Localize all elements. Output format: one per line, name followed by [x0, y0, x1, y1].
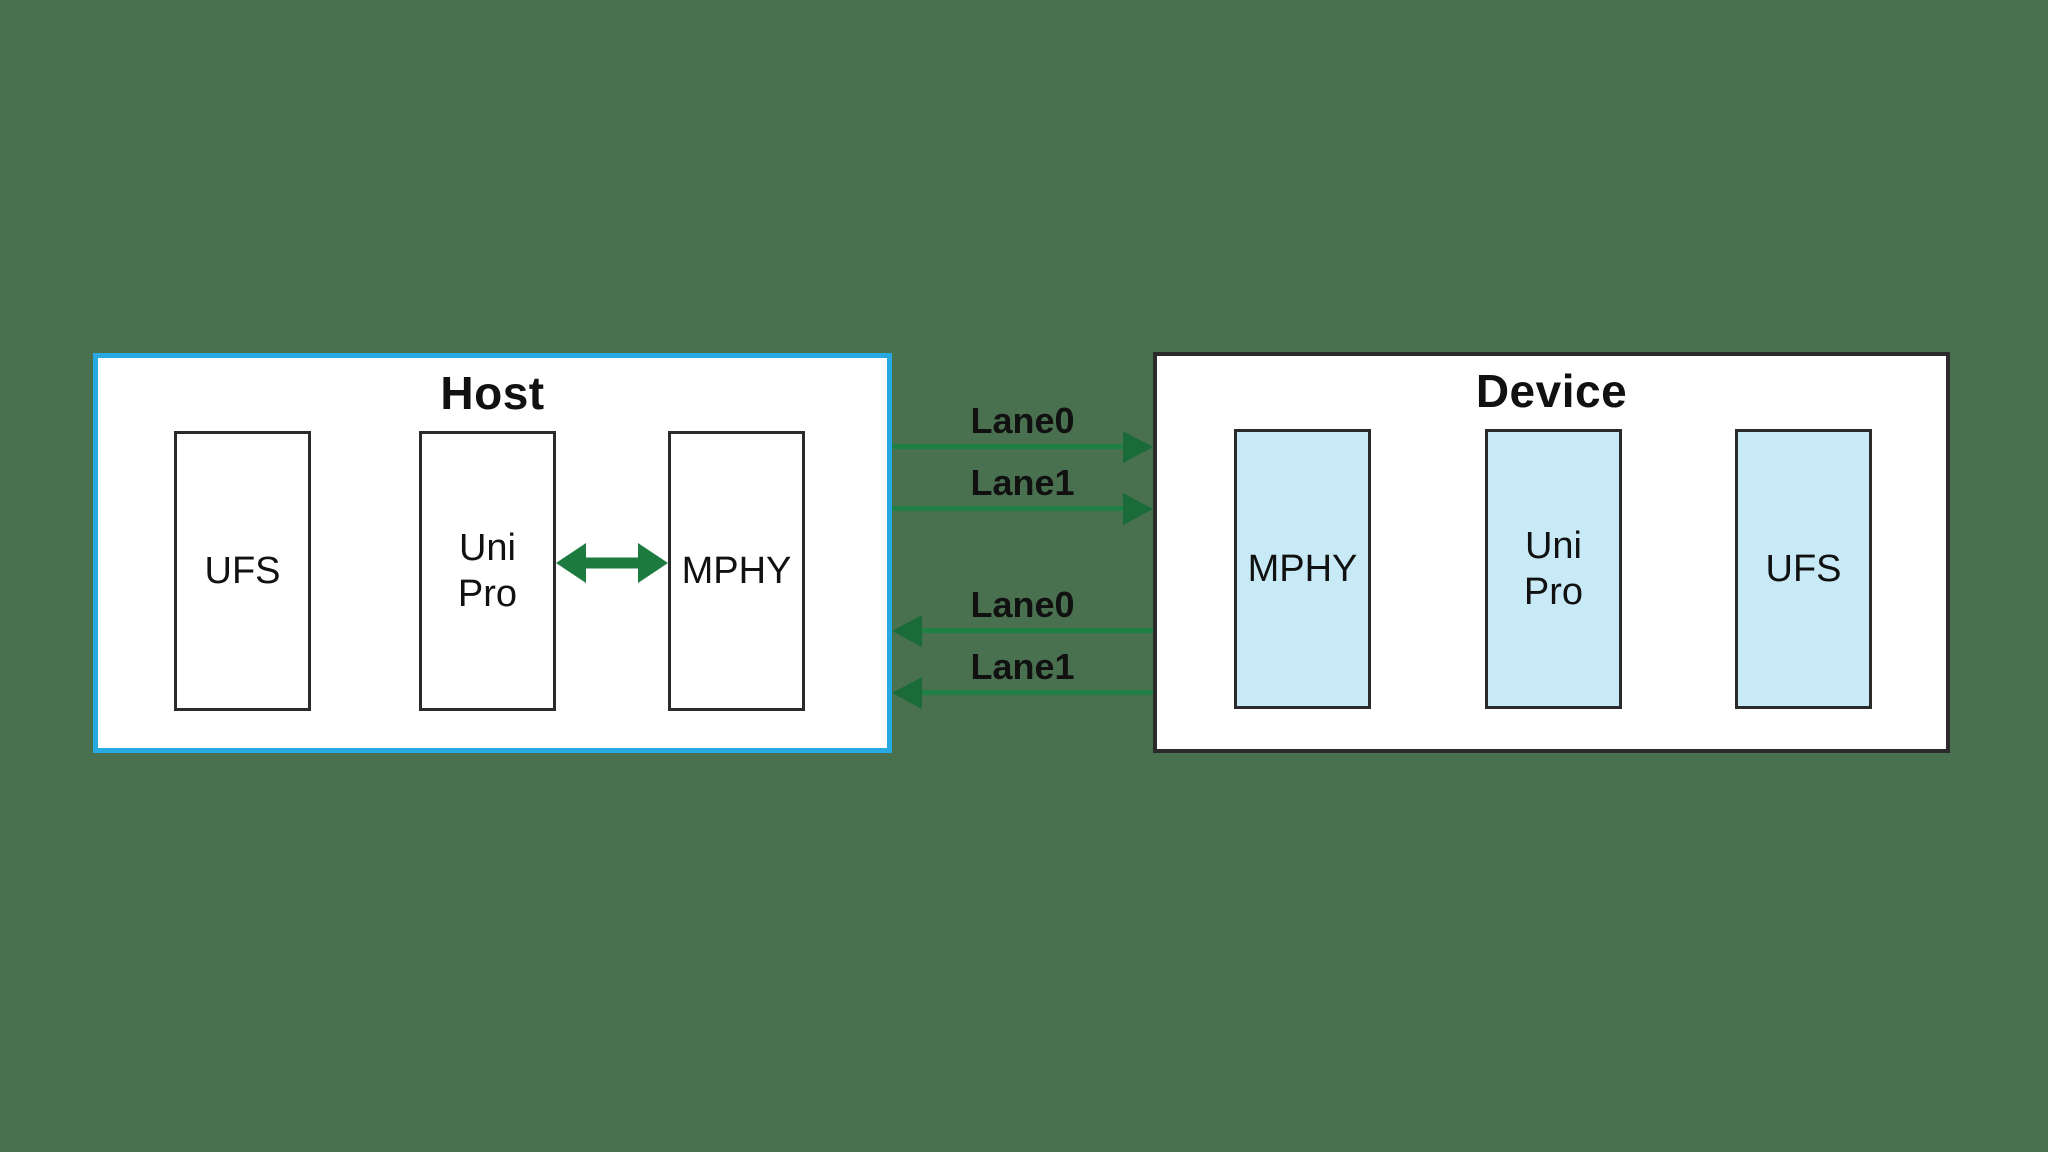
host-block-ufs: UFS [174, 431, 311, 711]
host-block-unipro-label: Uni Pro [457, 526, 518, 615]
lane0-tx-label: Lane0 [970, 400, 1075, 441]
device-block-mphy-label: MPHY [1247, 547, 1358, 590]
host-block-mphy-label: MPHY [681, 549, 792, 592]
lane0-tx-line [892, 444, 1123, 449]
lane1-tx-label: Lane1 [970, 462, 1075, 503]
lane1-tx-line [892, 506, 1123, 511]
device-title: Device [1475, 365, 1628, 417]
device-box: Device MPHY Uni Pro UFS [1153, 352, 1950, 753]
lane1-rx-arrowhead-icon [892, 677, 922, 709]
lane1-rx-label: Lane1 [970, 646, 1075, 687]
lane0-rx-line [922, 628, 1153, 633]
lane0-rx-arrowhead-icon [892, 615, 922, 647]
device-block-ufs: UFS [1735, 429, 1872, 709]
host-block-unipro: Uni Pro [419, 431, 556, 711]
unipro-mphy-bidirectional-arrow-icon [556, 543, 668, 583]
lane0-tx-arrowhead-icon [1123, 431, 1153, 463]
host-title: Host [440, 367, 545, 419]
device-block-mphy: MPHY [1234, 429, 1371, 709]
host-block-mphy: MPHY [668, 431, 805, 711]
device-block-ufs-label: UFS [1765, 547, 1842, 590]
host-block-ufs-label: UFS [204, 549, 281, 592]
device-block-unipro-label: Uni Pro [1523, 524, 1584, 613]
lane0-rx-label: Lane0 [970, 584, 1075, 625]
device-block-unipro: Uni Pro [1485, 429, 1622, 709]
lane1-rx-line [922, 690, 1153, 695]
lane1-tx-arrowhead-icon [1123, 493, 1153, 525]
host-box: Host UFS Uni Pro MPHY [93, 353, 892, 753]
